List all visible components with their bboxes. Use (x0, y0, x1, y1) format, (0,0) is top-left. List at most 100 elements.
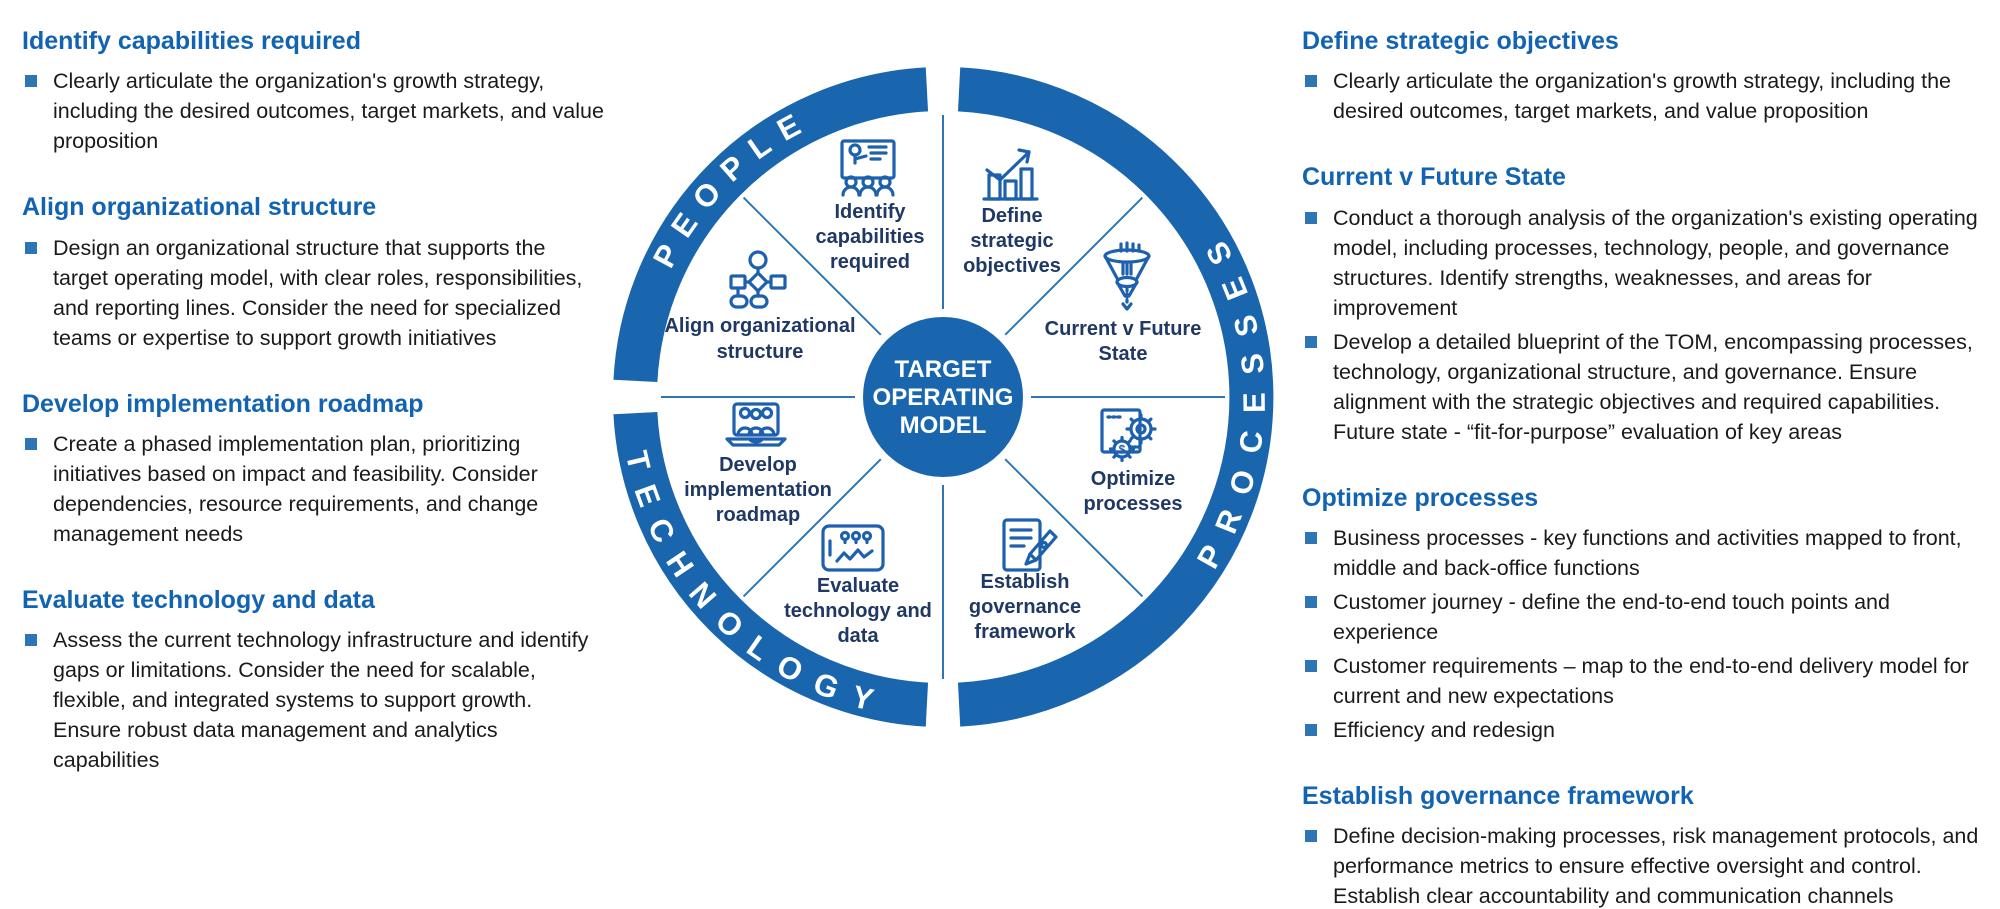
segment-label-line: Identify (834, 201, 906, 223)
bullet-marker (1305, 830, 1317, 842)
target-operating-model-diagram: PEOPLE TECHNOLOGY PROCESSES Identify cap… (610, 64, 1276, 730)
segment-label-line: structure (717, 341, 804, 363)
bullet-item: Conduct a thorough analysis of the organ… (1302, 203, 1994, 323)
bullet-text: Create a phased implementation plan, pri… (53, 431, 539, 546)
segment-label-line: objectives (963, 255, 1061, 277)
bullet-item: Create a phased implementation plan, pri… (22, 429, 606, 549)
bullet-marker (1305, 335, 1317, 348)
bullet-item: Clearly articulate the organization's gr… (22, 66, 606, 156)
segment-label-line: Define (981, 205, 1042, 227)
segment-label-line: strategic (970, 230, 1053, 252)
section-heading: Identify capabilities required (22, 27, 361, 55)
bullet-item: Customer journey - define the end-to-end… (1302, 587, 1994, 647)
bullet-marker (25, 241, 37, 254)
gears-document-icon: $ (1100, 408, 1157, 463)
segment-establish-governance-framework: Establish governance framework (969, 518, 1081, 643)
segment-label-line: roadmap (716, 504, 800, 526)
org-chart-icon (729, 250, 787, 309)
segment-develop-implementation-roadmap: Develop implementation roadmap (684, 402, 832, 526)
segment-label-line: implementation (684, 479, 832, 501)
segment-divider-spokes (661, 115, 1225, 679)
bullet-item: Efficiency and redesign (1302, 715, 1994, 745)
document-pen-icon (1002, 518, 1058, 572)
section-evaluate-technology: Evaluate technology and data Assess the … (22, 585, 606, 775)
center-hub: TARGET OPERATING MODEL (863, 317, 1023, 477)
bullet-text: Conduct a thorough analysis of the organ… (1333, 205, 1978, 320)
section-current-v-future: Current v Future State Conduct a thoroug… (1302, 162, 1994, 446)
segment-evaluate-technology-and-data: Evaluate technology and data (784, 524, 932, 647)
segment-label-line: capabilities (816, 226, 925, 248)
segment-label-line: Evaluate (817, 575, 899, 597)
bullet-item: Customer requirements – map to the end-t… (1302, 651, 1994, 711)
bullet-marker (1305, 659, 1317, 672)
bullet-item: Design an organizational structure that … (22, 233, 606, 353)
segment-label-line: processes (1084, 493, 1183, 515)
ring-arc-technology (613, 411, 929, 727)
wheel-svg: PEOPLE TECHNOLOGY PROCESSES Identify cap… (613, 67, 1274, 727)
section-align-structure: Align organizational structure Design an… (22, 192, 606, 352)
bullet-marker (1305, 75, 1317, 88)
bullet-item: Define decision-making processes, risk m… (1302, 821, 1994, 909)
tablet-analytics-icon (821, 524, 885, 572)
bullet-marker (1305, 723, 1317, 736)
bullet-marker (1305, 211, 1317, 224)
segment-label-line: State (1099, 343, 1148, 365)
segment-label-line: Optimize (1091, 468, 1175, 490)
segment-label-line: framework (974, 621, 1076, 643)
section-heading: Develop implementation roadmap (22, 389, 424, 418)
funnel-icon (1103, 241, 1151, 311)
ring-arc-processes (957, 67, 1274, 727)
bullet-item: Business processes - key functions and a… (1302, 523, 1994, 583)
center-circle (863, 317, 1023, 477)
bullet-text: Clearly articulate the organization's gr… (1333, 69, 1951, 124)
segment-label-line: data (837, 625, 879, 647)
segment-label-line: governance (969, 596, 1081, 618)
laptop-team-icon (725, 402, 787, 447)
bullet-text: Develop a detailed blueprint of the TOM,… (1333, 329, 1973, 444)
segment-current-v-future-state: Current v Future State (1045, 241, 1202, 365)
growth-bar-chart-icon (982, 148, 1039, 201)
section-heading: Evaluate technology and data (22, 585, 375, 614)
right-text-column: Define strategic objectives Clearly arti… (1302, 26, 1994, 909)
bullet-marker (25, 634, 37, 646)
segment-label-line: Current v Future (1045, 318, 1202, 340)
section-heading: Current v Future State (1302, 163, 1566, 192)
bullet-text: Efficiency and redesign (1333, 717, 1555, 742)
dollar-glyph: $ (1119, 443, 1126, 457)
segment-identify-capabilities-required: Identify capabilities required (816, 139, 925, 273)
section-heading: Establish governance framework (1302, 781, 1694, 810)
bullet-text: Business processes - key functions and a… (1333, 525, 1962, 580)
bullet-marker (25, 75, 37, 88)
bullet-text: Customer requirements – map to the end-t… (1333, 653, 1969, 708)
bullet-marker (1305, 531, 1317, 544)
section-identify-capabilities: Identify capabilities required Clearly a… (22, 26, 606, 156)
section-optimize-processes: Optimize processes Business processes - … (1302, 483, 1994, 745)
section-heading: Optimize processes (1302, 483, 1539, 512)
segment-align-organizational-structure: Align organizational structure (664, 250, 856, 363)
presentation-training-icon (840, 139, 896, 197)
bullet-item: Develop a detailed blueprint of the TOM,… (1302, 327, 1994, 447)
center-label-line: TARGET (895, 356, 992, 383)
segment-label-line: Align organizational (664, 315, 855, 337)
center-label-line: MODEL (900, 412, 987, 439)
bullet-item: Assess the current technology infrastruc… (22, 625, 606, 775)
bullet-text: Assess the current technology infrastruc… (53, 628, 589, 772)
section-heading: Define strategic objectives (1302, 27, 1619, 55)
bullet-marker (25, 437, 37, 450)
section-define-objectives: Define strategic objectives Clearly arti… (1302, 26, 1994, 126)
section-establish-governance: Establish governance framework Define de… (1302, 781, 1994, 909)
segment-label-line: required (830, 251, 910, 273)
segment-define-strategic-objectives: Define strategic objectives (963, 148, 1061, 277)
center-label-line: OPERATING (873, 384, 1014, 411)
bullet-item: Clearly articulate the organization's gr… (1302, 66, 1994, 126)
bullet-text: Define decision-making processes, risk m… (1333, 824, 1979, 908)
bullet-text: Clearly articulate the organization's gr… (53, 69, 604, 154)
left-text-column: Identify capabilities required Clearly a… (22, 26, 606, 811)
section-heading: Align organizational structure (22, 193, 377, 222)
segment-label-line: technology and (784, 600, 932, 622)
segment-label-line: Develop (719, 454, 797, 476)
bullet-text: Customer journey - define the end-to-end… (1333, 589, 1890, 644)
segment-label-line: Establish (981, 571, 1070, 593)
bullet-text: Design an organizational structure that … (53, 235, 583, 350)
bullet-marker (1305, 595, 1317, 608)
